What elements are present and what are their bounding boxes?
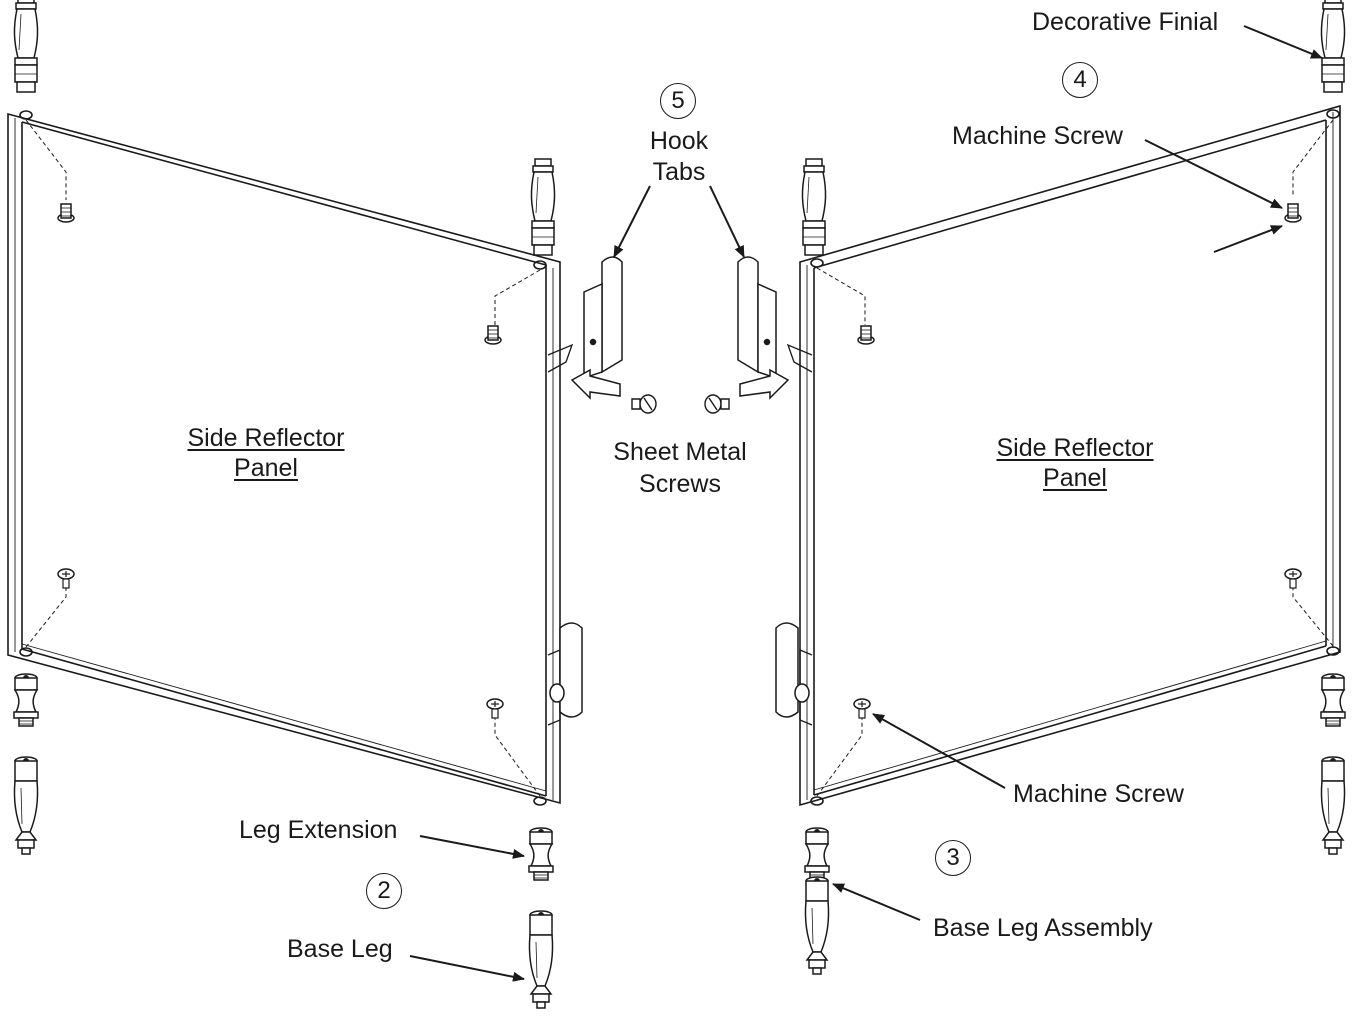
label-base-leg-assembly: Base Leg Assembly [933,914,1153,942]
finial-top-left [13,0,39,93]
leg-extension-left-inner [528,827,554,881]
right-panel-upper-screw [1284,203,1302,223]
base-leg-right-outer [1320,756,1346,855]
label-machine-screw-top: Machine Screw [952,122,1123,150]
left-panel-upper-screw [57,203,75,223]
finial-top-left-inner [530,158,556,256]
base-leg-assembly-right [804,876,830,975]
label-sheet-metal-line2: Screws [639,470,721,498]
leg-extension-left-outer [13,673,39,727]
right-hook-tab [737,256,810,718]
label-leg-extension: Leg Extension [239,816,398,844]
label-base-leg: Base Leg [287,935,393,963]
label-right-panel-line2: Panel [1043,464,1107,492]
step-number-3: 3 [935,840,971,876]
label-hook-tabs-line1: Hook [649,127,709,155]
sheet-metal-screw-left [631,394,657,414]
label-right-panel-line1: Side Reflector [996,434,1154,462]
step-number-2: 2 [366,873,402,909]
label-left-panel-line2: Panel [234,454,298,482]
base-leg-left-outer [13,756,39,855]
left-hook-tab [549,256,623,718]
insert-arrows [570,368,790,400]
label-sheet-metal-line1: Sheet Metal [613,438,747,466]
leg-extension-right-inner [804,827,830,881]
finial-top-right [1320,0,1346,93]
label-machine-screw-bottom: Machine Screw [1013,780,1184,808]
left-reflector-panel [7,110,574,806]
step-number-4: 4 [1062,62,1098,98]
label-hook-tabs-line2: Tabs [652,158,706,186]
finial-top-right-inner [801,158,827,256]
right-reflector-panel [786,104,1341,807]
step-number-5: 5 [660,83,696,119]
label-decorative-finial: Decorative Finial [1032,8,1219,36]
label-left-panel-line1: Side Reflector [187,424,345,452]
left-panel-inner-screw [484,325,502,345]
right-panel-inner-screw [857,325,875,345]
base-leg-left-inner [528,910,554,1009]
sheet-metal-screw-right [704,394,730,414]
leg-extension-right-outer [1320,673,1346,727]
callout-arrows [409,25,1323,982]
